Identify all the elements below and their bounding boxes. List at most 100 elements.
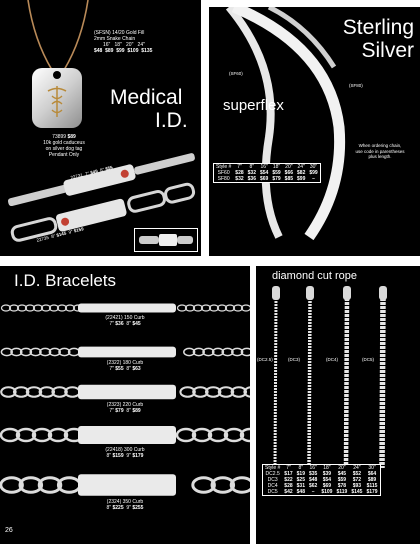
bracelet-desc: 150 Curb xyxy=(124,315,145,321)
tag-line1: 10k gold caduceus xyxy=(43,140,85,146)
snake-len-24: 24" xyxy=(137,42,145,48)
b1-price-0: $49 xyxy=(89,168,99,176)
price-header-cell: 18" xyxy=(323,465,331,471)
price-cell: $62 xyxy=(308,483,318,489)
bracelet-len: 8" xyxy=(126,321,131,327)
snake-price-4: $135 xyxy=(141,48,153,54)
price-cell: $42 xyxy=(284,489,293,495)
snake-price-0: $48 xyxy=(94,48,103,54)
curb-bracelet-image xyxy=(0,303,250,313)
price-cell: $179 xyxy=(366,489,378,495)
price-header-cell: 7" xyxy=(237,164,242,170)
tag-code: 73899 xyxy=(52,134,67,140)
price-cell: $25 xyxy=(296,477,305,483)
b1-len-1: 8" xyxy=(99,166,105,173)
price-cell: $48 xyxy=(296,489,305,495)
price-cell: $45 xyxy=(337,471,347,477)
curb-bracelet-image xyxy=(0,426,250,444)
rope-chains-image xyxy=(272,286,387,469)
price-table-header: Style #7"8"16"18"20"24"30" xyxy=(263,465,380,471)
bracelet-code: (2323) xyxy=(106,402,122,408)
price-cell: $109 xyxy=(321,489,333,495)
rope-label-dc25: (DC2.5) xyxy=(257,357,273,362)
price-header-cell: Style # xyxy=(216,164,232,170)
price-cell: $32 xyxy=(247,170,256,176)
bracelet-len: 8" xyxy=(106,505,112,511)
price-cell: $72 xyxy=(352,477,362,483)
snake-chain-code: (SFSN) xyxy=(94,30,111,36)
bracelet-len: 7" xyxy=(109,366,114,372)
price-cell: $119 xyxy=(336,489,348,495)
b1-price-1: $55 xyxy=(104,164,114,172)
price-cell: $52 xyxy=(352,471,362,477)
caduceus-icon xyxy=(47,86,67,117)
price-table-row: DC4$28$31$62$69$78$93$115 xyxy=(263,483,380,489)
snake-chain-desc1: 14/20 Gold Fill xyxy=(112,30,145,36)
price-cell: $89 xyxy=(367,477,377,483)
bracelet-desc: 220 Curb xyxy=(122,402,144,408)
bracelet-code: (22418) xyxy=(105,447,123,453)
snake-chain-image xyxy=(27,0,89,71)
price-header-cell: 16" xyxy=(260,164,268,170)
diamond-cut-rope-panel: diamond cut rope (DC2.5) (DC3) (DC4) (DC… xyxy=(256,266,420,544)
bracelet-price: $45 xyxy=(132,321,141,327)
page-number: 26 xyxy=(5,527,13,534)
bracelet-len: 8" xyxy=(126,408,131,414)
bracelet-len: 7" xyxy=(109,321,114,327)
price-cell: $66 xyxy=(284,170,294,176)
price-table-header: Style #7"8"16"18"20"24"30" xyxy=(214,164,320,170)
price-header-cell: 24" xyxy=(297,164,305,170)
bracelet-code: (22421) xyxy=(105,315,123,321)
tag-line2: on silver dog tag xyxy=(45,146,83,152)
superflex-price-table: Style #7"8"16"18"20"24"30"SF60$28$32$54$… xyxy=(213,163,321,183)
ordering-note: When ordering chain, use code in parenth… xyxy=(345,143,415,160)
price-cell: – xyxy=(311,489,315,495)
price-header-cell: 18" xyxy=(272,164,281,170)
rope-title: diamond cut rope xyxy=(272,270,357,282)
price-cell: $59 xyxy=(337,477,347,483)
sf80-label: (SF80) xyxy=(349,83,363,88)
dog-tag-image xyxy=(32,68,82,128)
price-cell: $69 xyxy=(322,483,332,489)
curb-bracelet-image xyxy=(0,474,250,496)
price-header-cell: Style # xyxy=(265,465,281,471)
bracelet-price: $179 xyxy=(132,453,144,459)
snake-len-16: 16" xyxy=(103,42,111,48)
bracelet-price: $55 xyxy=(115,366,124,372)
price-header-cell: 8" xyxy=(249,164,255,170)
bracelet-code: (2324) xyxy=(106,499,122,505)
rope-label-dc5: (DC5) xyxy=(362,357,374,362)
note-line2: use code in parentheses xyxy=(355,148,405,154)
price-cell: $85 xyxy=(284,176,294,182)
medical-id-panel: (SFSN) 14/20 Gold Fill 2mm Snake Chain 1… xyxy=(0,0,201,256)
price-cell: $28 xyxy=(235,170,244,176)
bracelet-desc: 180 Curb xyxy=(122,360,144,366)
bracelet-desc: 300 Curb xyxy=(124,447,145,453)
bracelet-price: $63 xyxy=(132,366,141,372)
bracelets-title: I.D. Bracelets xyxy=(14,271,117,290)
bracelet-len: 7" xyxy=(109,408,114,414)
bracelet-price: $79 xyxy=(115,408,124,414)
bracelet-code: (2322) xyxy=(106,360,122,366)
snake-price-1: $89 xyxy=(105,48,114,54)
bracelet-price: $225 xyxy=(112,505,124,511)
snake-price-2: $99 xyxy=(116,48,125,54)
price-cell: $48 xyxy=(308,477,318,483)
style-code-cell: DC3 xyxy=(267,477,278,483)
snake-chain-info: (SFSN) 14/20 Gold Fill 2mm Snake Chain 1… xyxy=(94,30,194,54)
curb-bracelet-image xyxy=(0,384,250,400)
rope-price-table: Style #7"8"16"18"20"24"30"DC2.5$17$19$35… xyxy=(262,464,381,496)
tag-hole xyxy=(53,71,61,79)
price-header-cell: 20" xyxy=(338,465,346,471)
price-header-cell: 30" xyxy=(368,465,376,471)
rope-label-dc3: (DC3) xyxy=(288,357,300,362)
